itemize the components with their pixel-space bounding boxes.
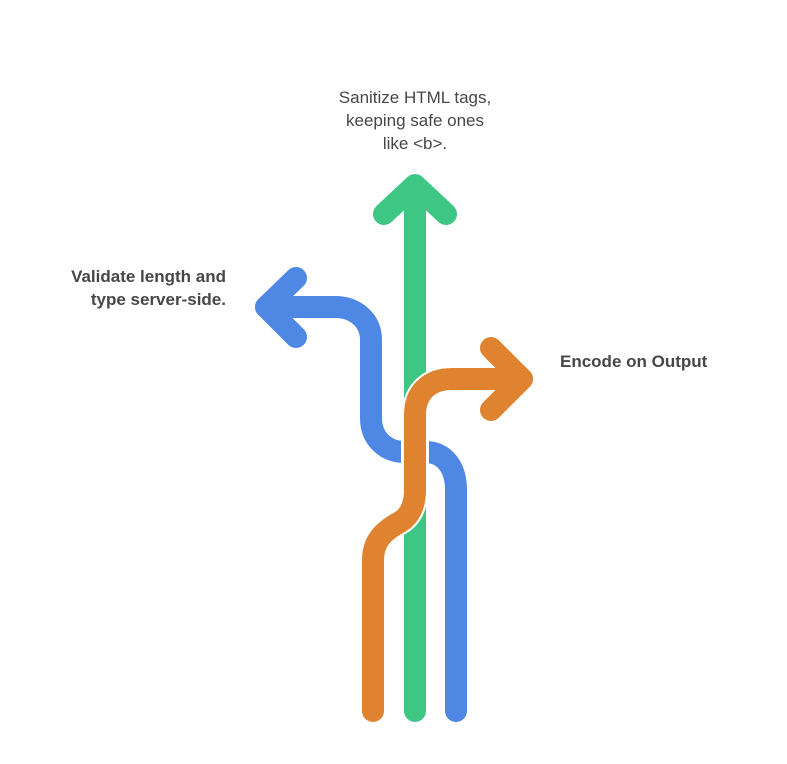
blue-arrow bbox=[255, 267, 467, 722]
right-label: Encode on Output bbox=[560, 352, 708, 371]
orange-arrow bbox=[360, 337, 535, 724]
left-label: Validate length and type server-side. bbox=[6, 265, 226, 311]
top-label-line: like <b>. bbox=[382, 134, 448, 153]
top-label-line: Sanitize HTML tags, bbox=[338, 88, 492, 107]
left-label-line: type server-side. bbox=[90, 290, 226, 309]
top-label-line: keeping safe ones bbox=[346, 111, 484, 130]
top-label: Sanitize HTML tags, keeping safe ones li… bbox=[290, 86, 540, 155]
left-label-line: Validate length and bbox=[71, 267, 226, 286]
